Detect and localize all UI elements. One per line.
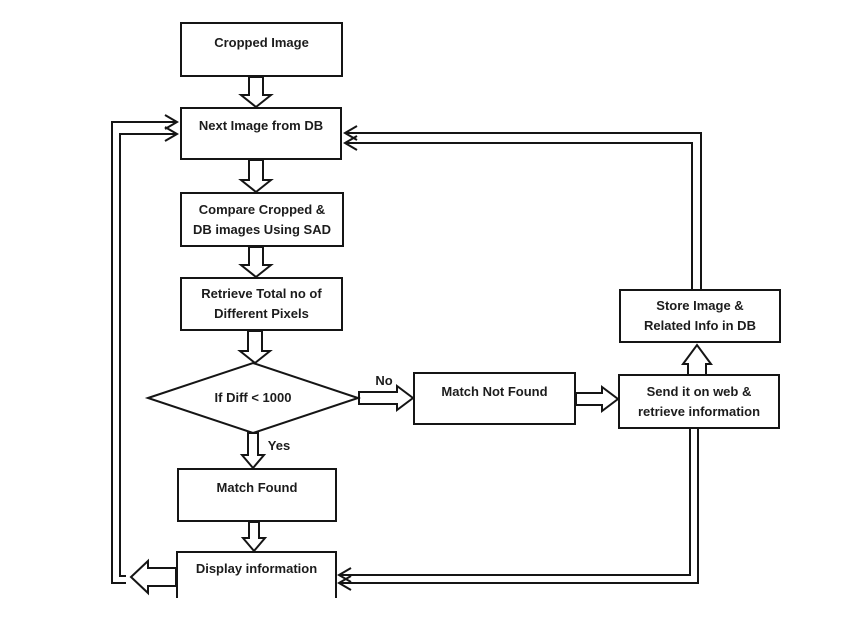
arrow-retrieve-to-decision-icon (237, 330, 273, 365)
arrowhead-store-to-next-inner-icon (343, 135, 358, 151)
node-next-image-from-db: Next Image from DB (180, 107, 342, 160)
edge-label-yes: Yes (267, 438, 291, 453)
node-compare-images-label-line1: Compare Cropped & (198, 201, 326, 217)
node-display-information-label: Display information (195, 561, 318, 576)
node-match-not-found-label: Match Not Found (441, 384, 548, 399)
node-compare-images-label-line2: DB images Using SAD (193, 221, 331, 237)
node-next-image-from-db-label: Next Image from DB (198, 118, 324, 133)
decision-diamond (144, 361, 362, 435)
node-cropped-image: Cropped Image (180, 22, 343, 77)
node-display-information: Display information (176, 551, 337, 598)
arrowhead-left-loop-outer-icon (164, 114, 179, 130)
arrow-decision-yes-to-match-found-icon (239, 432, 267, 470)
node-retrieve-pixels-label-line2: Different Pixels (214, 306, 309, 321)
node-send-on-web-label-line1: Send it on web & (646, 383, 752, 399)
node-store-image-label-line1: Store Image & (656, 298, 744, 313)
arrow-match-not-found-to-send-icon (575, 385, 620, 413)
connector-send-to-display-lower (340, 429, 699, 584)
node-store-image: Store Image & Related Info in DB (619, 289, 781, 343)
node-match-found: Match Found (177, 468, 337, 522)
decision-diamond-label: If Diff < 1000 (214, 390, 292, 405)
connector-left-loop-outer (111, 121, 176, 584)
node-cropped-image-label: Cropped Image (214, 35, 309, 50)
connector-store-to-next-inner (346, 142, 693, 289)
node-retrieve-pixels: Retrieve Total no of Different Pixels (180, 277, 343, 331)
arrow-display-to-left-loop-icon (129, 558, 177, 596)
edge-label-no: No (375, 373, 393, 388)
arrowhead-send-to-display-lower-icon (337, 575, 352, 591)
node-send-on-web-label-line2: retrieve information (637, 403, 761, 419)
connector-store-to-next-outer (346, 132, 702, 289)
node-retrieve-pixels-label-line1: Retrieve Total no of (201, 286, 322, 301)
node-match-not-found: Match Not Found (413, 372, 576, 425)
node-send-on-web: Send it on web & retrieve information (618, 374, 780, 429)
connector-left-loop-inner (119, 133, 176, 577)
arrow-next-to-compare-icon (238, 159, 274, 194)
arrow-decision-no-to-match-not-found-icon (358, 384, 415, 412)
connector-send-to-display-upper (340, 429, 691, 576)
arrow-send-to-store-icon (681, 343, 713, 376)
arrowhead-left-loop-inner-icon (164, 126, 179, 142)
arrowhead-send-to-display-upper-icon (337, 567, 352, 583)
arrow-cropped-to-next-icon (238, 76, 274, 109)
node-compare-images: Compare Cropped & DB images Using SAD (180, 192, 344, 247)
arrow-compare-to-retrieve-icon (238, 246, 274, 279)
arrow-match-found-to-display-icon (240, 521, 268, 553)
node-store-image-label-line2: Related Info in DB (644, 318, 756, 333)
node-match-found-label: Match Found (216, 480, 298, 495)
